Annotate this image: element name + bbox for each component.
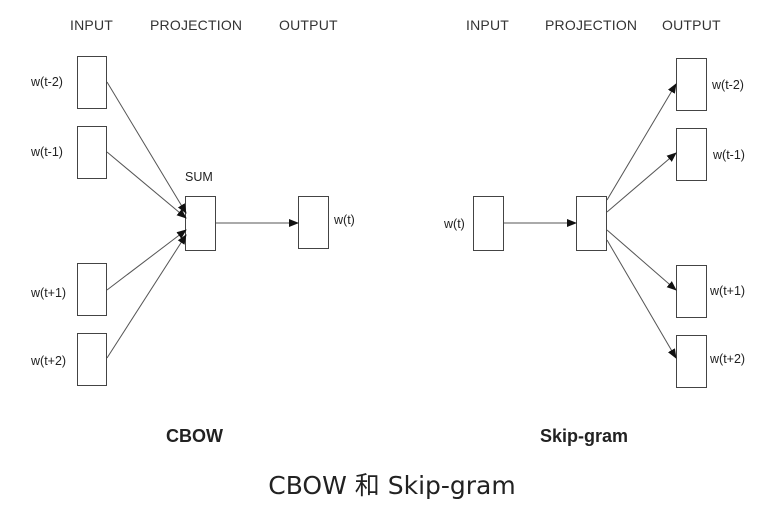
cbow-title: CBOW [166,426,223,446]
skipgram-input-node [473,196,504,251]
skipgram-arrow-2 [606,152,677,213]
skipgram-output-label-4: w(t+2) [710,352,746,366]
cbow-input-node-3 [77,263,107,316]
cbow-input-header: INPUT [70,17,113,33]
cbow-input-label-3: w(t+1) [31,286,67,300]
skipgram-output-node-4 [676,335,707,388]
cbow-output-label: w(t) [334,213,355,227]
cbow-input-label-4: w(t+2) [31,354,67,368]
skipgram-arrow-3 [606,229,677,291]
skipgram-output-label-1: w(t-2) [712,78,744,92]
skipgram-arrow-4 [606,239,677,359]
cbow-arrow-2 [106,151,187,219]
cbow-sum-label: SUM [185,170,213,184]
skipgram-input-label: w(t) [444,217,465,231]
cbow-projection-header: PROJECTION [150,17,243,33]
cbow-arrow-4 [106,234,187,359]
skipgram-title: Skip-gram [540,426,629,446]
cbow-input-label-1: w(t-2) [31,75,63,89]
figure-caption: CBOW 和 Skip-gram [268,471,516,500]
skipgram-input-header: INPUT [466,17,509,33]
cbow-arrow-3 [106,229,187,291]
cbow-output-header: OUTPUT [279,17,338,33]
skipgram-output-node-3 [676,265,707,318]
skipgram-output-label-2: w(t-1) [713,148,745,162]
skipgram-arrow-1 [606,83,677,201]
cbow-projection-node [185,196,216,251]
cbow-input-node-1 [77,56,107,109]
cbow-output-node [298,196,329,249]
skipgram-projection-header: PROJECTION [545,17,638,33]
skipgram-output-label-3: w(t+1) [710,284,746,298]
cbow-input-node-4 [77,333,107,386]
cbow-input-label-2: w(t-1) [31,145,63,159]
skipgram-output-header: OUTPUT [662,17,721,33]
cbow-input-node-2 [77,126,107,179]
cbow-arrow-1 [106,81,187,214]
